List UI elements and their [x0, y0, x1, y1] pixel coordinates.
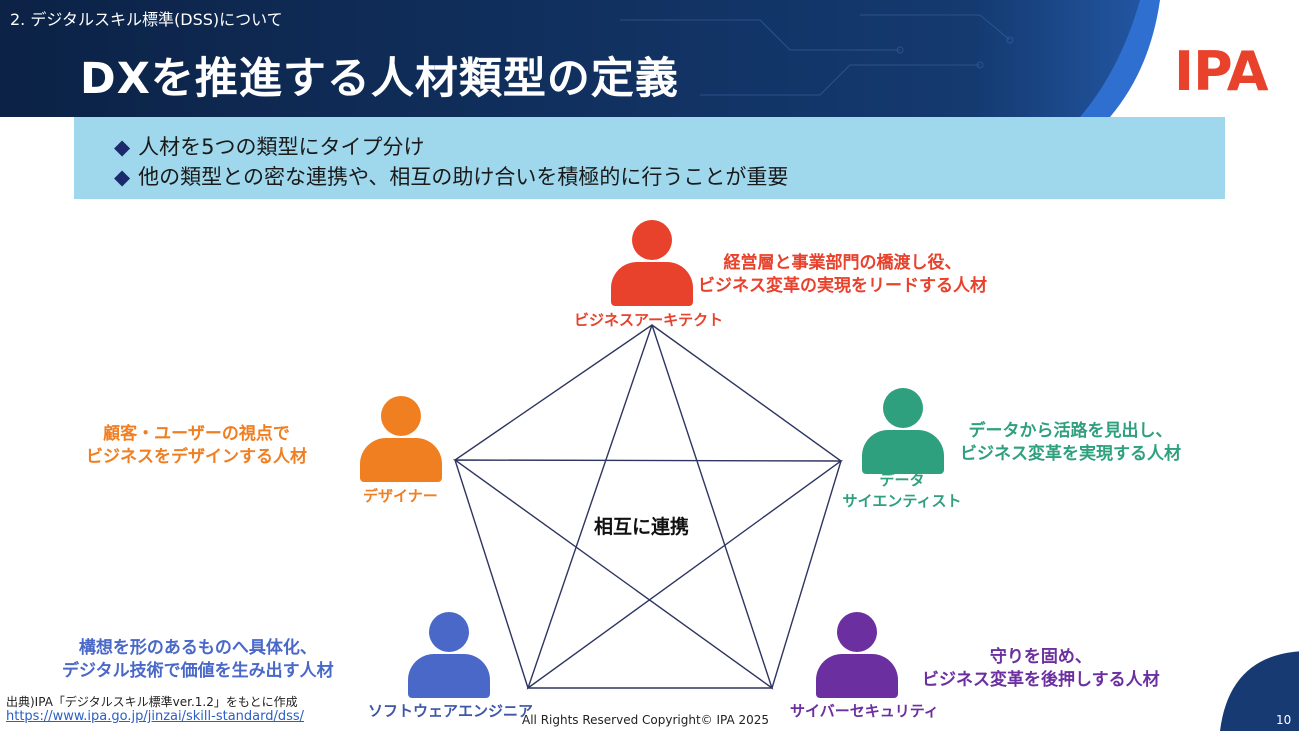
desc-line: 経営層と事業部門の橋渡し役、	[723, 253, 962, 273]
role-name-designer: デザイナー	[363, 487, 438, 505]
header-background	[0, 0, 1299, 117]
diamond-bullet-icon: ◆	[114, 165, 131, 189]
summary-box: ◆ 人材を5つの類型にタイプ分け ◆ 他の類型との密な連携や、相互の助け合いを積極的…	[74, 117, 1225, 199]
role-desc-data-scientist: データから活路を見出し、 ビジネス変革を実現する人材	[960, 420, 1181, 466]
diamond-bullet-icon: ◆	[114, 135, 131, 159]
cyber-security-person-icon	[816, 612, 898, 698]
role-desc-designer: 顧客・ユーザーの視点で ビジネスをデザインする人材	[86, 423, 307, 469]
desc-line: 守りを固め、	[989, 647, 1092, 667]
desc-line: 顧客・ユーザーの視点で	[103, 424, 290, 444]
desc-line: ビジネス変革を実現する人材	[960, 444, 1181, 464]
source-citation: 出典)IPA「デジタルスキル標準ver.1.2」をもとに作成	[6, 695, 298, 709]
role-name-cyber-security: サイバーセキュリティ	[790, 702, 939, 720]
desc-line: データから活路を見出し、	[968, 421, 1173, 441]
role-name-software-engineer: ソフトウェアエンジニア	[368, 702, 534, 720]
role-name-line: サイエンティスト	[842, 492, 962, 510]
copyright-text: All Rights Reserved Copyright© IPA 2025	[522, 713, 770, 727]
source-link[interactable]: https://www.ipa.go.jp/jinzai/skill-stand…	[6, 709, 305, 724]
software-engineer-person-icon	[408, 612, 490, 698]
desc-line: ビジネス変革の実現をリードする人材	[698, 276, 987, 296]
data-scientist-person-icon	[862, 388, 944, 474]
role-desc-cyber-security: 守りを固め、 ビジネス変革を後押しする人材	[922, 646, 1160, 692]
center-label: 相互に連携	[594, 516, 690, 538]
ipa-logo: IPA	[1174, 40, 1269, 103]
role-desc-business-architect: 経営層と事業部門の橋渡し役、 ビジネス変革の実現をリードする人材	[698, 252, 987, 298]
role-name-line: データ	[879, 471, 925, 489]
page-title: DXを推進する人材類型の定義	[80, 54, 679, 104]
desc-line: 構想を形のあるものへ具体化、	[78, 638, 317, 658]
summary-text: 他の類型との密な連携や、相互の助け合いを積極的に行うことが重要	[138, 165, 789, 189]
role-desc-software-engineer: 構想を形のあるものへ具体化、 デジタル技術で価値を生み出す人材	[62, 637, 334, 683]
pentagon-outline	[454, 324, 842, 689]
desc-line: デジタル技術で価値を生み出す人材	[62, 661, 334, 681]
corner-decoration	[1220, 651, 1299, 731]
page-number: 10	[1276, 713, 1292, 727]
business-architect-person-icon	[611, 220, 693, 306]
role-name-business-architect: ビジネスアーキテクト	[574, 311, 724, 329]
desc-line: ビジネス変革を後押しする人材	[922, 670, 1160, 690]
header-band: 2. デジタルスキル標準(DSS)について DXを推進する人材類型の定義 IPA	[0, 0, 1299, 117]
role-name-data-scientist: データ サイエンティスト	[842, 470, 962, 512]
summary-item: ◆ 他の類型との密な連携や、相互の助け合いを積極的に行うことが重要	[114, 161, 788, 191]
star-outline	[452, 324, 844, 690]
designer-person-icon	[360, 396, 442, 482]
section-label: 2. デジタルスキル標準(DSS)について	[10, 10, 283, 29]
summary-item: ◆ 人材を5つの類型にタイプ分け	[114, 131, 425, 161]
desc-line: ビジネスをデザインする人材	[86, 447, 307, 467]
summary-text: 人材を5つの類型にタイプ分け	[138, 135, 425, 159]
